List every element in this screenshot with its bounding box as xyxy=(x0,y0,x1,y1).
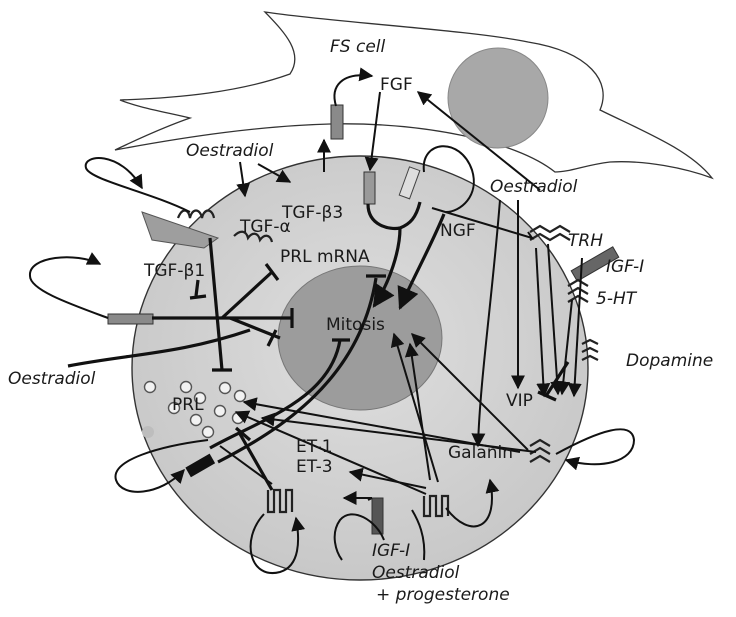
oestradiol-right-label: Oestradiol xyxy=(490,177,578,197)
tgf-b1-label: TGF-β1 xyxy=(143,261,205,281)
tgf-b1-receptor xyxy=(108,314,153,324)
fgf-receptor-fs xyxy=(331,105,343,139)
galanin-label: Galanin xyxy=(448,443,513,463)
ngf-label: NGF xyxy=(440,221,476,241)
fgf-receptor-cell xyxy=(364,172,375,204)
released-granule xyxy=(142,426,154,438)
igf-i-right-label: IGF-I xyxy=(606,257,644,277)
trh-label: TRH xyxy=(568,231,603,251)
5-ht-label: 5-HT xyxy=(596,289,638,309)
oestradiol-bottom-label: Oestradiol xyxy=(372,563,460,583)
fs-cell-nucleus xyxy=(448,48,548,148)
dopamine-label: Dopamine xyxy=(626,351,713,371)
prl-label: PRL xyxy=(172,395,204,415)
et-3-label: ET-3 xyxy=(296,457,333,477)
oestradiol-left-label: Oestradiol xyxy=(8,369,96,389)
progesterone-label: + progesterone xyxy=(376,585,510,605)
vip-label: VIP xyxy=(506,391,533,411)
fgf-label: FGF xyxy=(380,75,413,95)
oestradiol-top-label: Oestradiol xyxy=(186,141,274,161)
et-1-label: ET-1 xyxy=(296,437,333,457)
tgf-b3-label: TGF-β3 xyxy=(281,203,343,223)
prl-mrna-label: PRL mRNA xyxy=(280,247,370,267)
mitosis-label: Mitosis xyxy=(326,315,385,335)
igf-i-bottom-label: IGF-I xyxy=(372,541,410,561)
fs-cell-label: FS cell xyxy=(330,37,386,57)
